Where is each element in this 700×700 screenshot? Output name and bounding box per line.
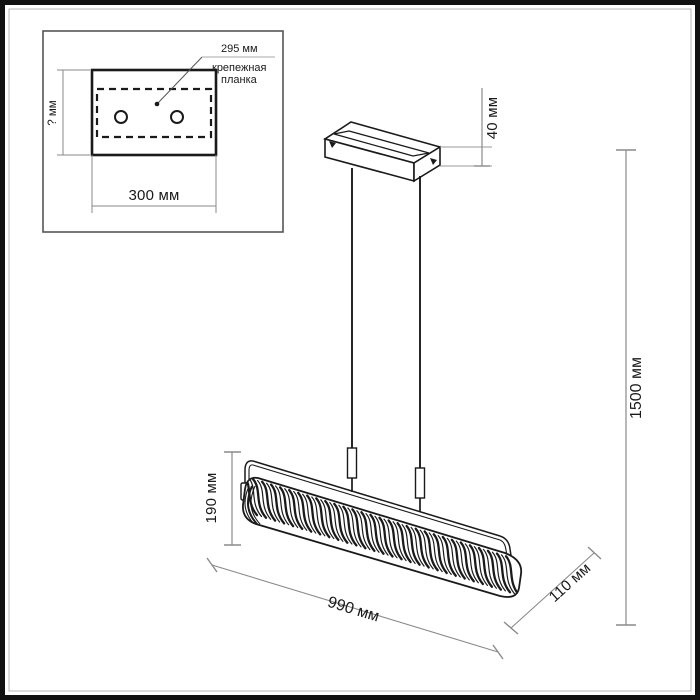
flute-rib xyxy=(369,513,385,555)
flute-rib xyxy=(464,543,479,584)
flute-rib xyxy=(378,516,394,558)
flute-rib xyxy=(269,483,286,525)
flute-rib xyxy=(486,549,503,591)
flute-rib xyxy=(437,535,452,575)
flute-rib xyxy=(396,522,412,564)
flute-rib xyxy=(333,502,349,544)
flute-rib xyxy=(491,551,506,592)
flute-rib xyxy=(401,524,416,564)
flute-rib xyxy=(297,491,313,533)
inset-callout-label-line1: крепежная xyxy=(212,62,267,74)
flute-rib xyxy=(288,488,304,531)
dim-110-tick-bottom xyxy=(503,621,519,635)
flute-end-cap-line xyxy=(244,485,255,525)
flute-rib xyxy=(302,493,317,534)
flute-rib xyxy=(257,479,272,520)
flute-rib xyxy=(320,499,335,540)
flute-rib xyxy=(266,482,281,523)
flute-rib xyxy=(500,554,516,595)
flute-rib xyxy=(450,538,466,580)
flute-rib xyxy=(419,529,434,570)
dim-label-canopy-height: 40 мм xyxy=(484,97,501,139)
flute-rib xyxy=(455,540,470,581)
flute-end-cap-line xyxy=(250,485,261,525)
cable-connector-left xyxy=(346,447,358,479)
flute-rib xyxy=(423,530,439,572)
flute-rib xyxy=(468,544,485,586)
flute-rib xyxy=(324,499,340,542)
flute-rib xyxy=(347,507,362,548)
flute-rib xyxy=(383,518,398,559)
flute-rib xyxy=(365,513,380,553)
flute-rib xyxy=(260,480,277,522)
flute-rib xyxy=(428,532,443,573)
flute-rib xyxy=(414,527,430,569)
flute-rib xyxy=(410,526,425,567)
flute-rib xyxy=(473,546,488,586)
inset-callout-label-line2: планка xyxy=(221,74,258,86)
mounting-bar-dashed xyxy=(95,87,213,139)
canopy-notch-left xyxy=(329,141,336,148)
mounting-plate-outline xyxy=(90,68,218,157)
flute-rib xyxy=(477,546,494,588)
flute-rib xyxy=(342,505,358,547)
screw-hole-right xyxy=(170,110,184,124)
flute-rib xyxy=(360,511,376,553)
dim-label-suspension-total: 1500 мм xyxy=(628,357,645,419)
inset-width-dimension-label: 300 мм xyxy=(128,187,179,204)
flute-rib xyxy=(351,508,367,550)
frame-right-arm xyxy=(499,535,514,570)
cable-connector-right xyxy=(414,467,426,499)
flute-rib xyxy=(446,537,461,578)
flute-rib xyxy=(251,477,268,519)
flute-rib xyxy=(504,555,521,597)
frame-top-rail-inner xyxy=(252,464,501,541)
inset-callout-dimension: 295 мм xyxy=(221,43,258,55)
flute-rib xyxy=(338,504,353,545)
dim-110-tick-top xyxy=(587,546,602,560)
flute-rib xyxy=(293,490,308,531)
flute-rib xyxy=(374,515,389,556)
flute-rib xyxy=(495,552,512,594)
flute-rib xyxy=(311,496,326,537)
dim-label-fixture-height: 190 мм xyxy=(203,472,220,523)
dim-110-line xyxy=(510,552,595,629)
flute-rib xyxy=(247,477,263,518)
frame-left-arm xyxy=(244,460,254,487)
callout-anchor-dot xyxy=(154,101,160,107)
frame-right-arm-inner xyxy=(499,539,510,570)
dim-990-tick-left xyxy=(206,557,218,573)
flute-rib xyxy=(284,488,299,529)
dim-990-line xyxy=(211,564,499,653)
frame-top-rail xyxy=(252,460,501,537)
flute-rib xyxy=(482,548,497,589)
canopy-notch-right xyxy=(430,158,437,165)
dim-990-tick-right xyxy=(492,644,504,660)
flute-rib xyxy=(275,485,290,526)
diffuser-flute-ribs xyxy=(242,477,521,597)
flute-rib xyxy=(441,535,457,577)
flute-rib xyxy=(278,486,295,528)
flute-rib xyxy=(306,494,322,536)
flute-end-cap-line xyxy=(247,485,258,525)
flute-rib xyxy=(329,501,344,542)
canopy-right-face xyxy=(413,145,441,183)
flute-rib xyxy=(459,541,475,583)
inner-border xyxy=(8,8,692,692)
flute-rib xyxy=(432,533,448,575)
inset-height-dimension-label: ? мм xyxy=(47,100,59,125)
flute-rib xyxy=(387,519,403,561)
screw-hole-left xyxy=(114,110,128,124)
frame-left-arm-inner xyxy=(248,464,254,487)
callout-leader-line xyxy=(157,56,203,104)
canopy-inner-channel xyxy=(333,130,430,157)
flute-rib xyxy=(356,510,371,551)
flute-rib xyxy=(405,524,421,566)
flute-rib xyxy=(392,521,407,562)
flute-rib xyxy=(315,497,331,539)
